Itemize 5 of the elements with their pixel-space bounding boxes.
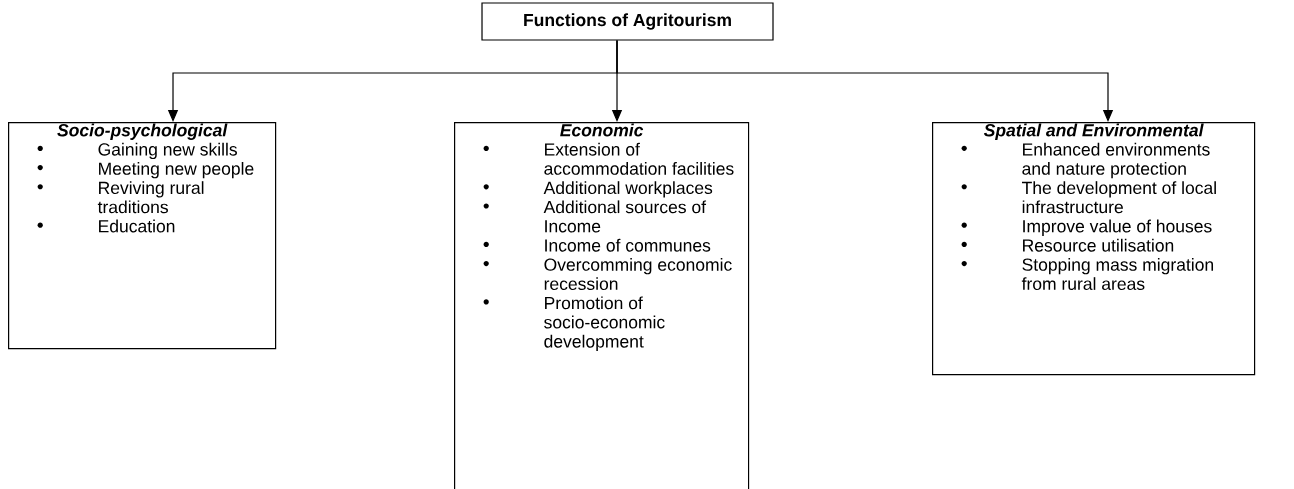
category-box: Economic Extension of accommodation facilities Additional workplaces Additional sources of Income Income of communes Overcomming economic recession Promotion of socio-economic development (454, 122, 750, 489)
title-box: Functions of Agritourism (481, 2, 774, 41)
category-box: Socio-psychological Gaining new skills Meeting new people Reviving rural traditions Education (8, 122, 277, 350)
arrow (616, 40, 1114, 122)
category-box: Spatial and Environmental Enhanced environments and nature protection The development of local infrastructure Improve value of houses Resource utilisation Stopping mass migration from rural areas (932, 122, 1256, 376)
